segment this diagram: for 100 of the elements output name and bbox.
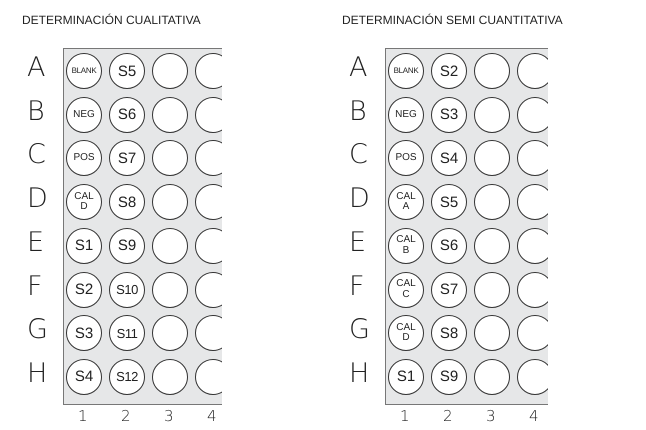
well-circle [388,358,424,395]
well-label: S8 [118,194,136,210]
well-circle [431,184,467,220]
column-number: 2 [443,407,453,425]
well-circle [474,184,510,220]
row-letter: B [27,96,45,127]
well-circle [431,140,467,176]
well-circle [152,315,188,352]
well-circle [474,272,510,308]
well-circle [66,96,102,133]
well-circle [152,184,188,220]
well-circle [517,272,548,308]
well-circle [66,315,102,352]
column-number: 4 [207,407,217,425]
well-circle [517,184,548,220]
well-label: S5 [118,64,136,78]
well-label: S1 [74,238,94,254]
plate-heading: DETERMINACIÓN SEMI CUANTITATIVA [342,13,563,27]
well-label: S7 [440,282,458,297]
well-circle [109,272,145,308]
well-label: POS [395,153,417,164]
well-label: CAL A [395,192,417,213]
well-circle [109,358,145,395]
well-circle [431,315,467,352]
well-circle [195,228,222,264]
well-circle [152,228,188,264]
well-circle [109,96,145,133]
well-circle [152,53,188,89]
row-letter: G [27,314,48,346]
well-label: S10 [116,283,138,296]
row-letter: F [27,270,43,302]
well-circle [195,184,222,220]
row-letter: D [349,183,370,214]
well-circle [195,315,222,352]
well-circle [517,53,548,89]
row-letter: G [349,314,370,346]
well-label: CAL B [395,235,417,256]
well-label: NEG [395,110,417,120]
well-circle [152,272,188,308]
row-letter: H [27,358,48,389]
row-letter: C [349,139,368,170]
well-label: S9 [118,238,136,254]
well-label: S4 [74,369,94,384]
row-letter: B [349,96,367,127]
well-label: S12 [116,370,138,384]
well-circle [195,96,222,133]
row-letter: E [27,226,44,258]
well-circle [109,140,145,176]
well-label: S2 [440,64,458,78]
well-label: S5 [440,194,458,210]
column-number: 4 [529,407,539,425]
well-label: CAL D [395,322,417,344]
well-circle [195,272,222,308]
row-letter: A [27,52,46,83]
well-circle [66,184,102,220]
column-number: 1 [78,407,88,425]
well-circle [152,96,188,133]
well-circle [474,315,510,352]
well-circle [109,228,145,264]
row-letter: E [349,226,366,258]
well-circle [431,272,467,308]
well-label: S9 [440,369,458,384]
well-label: S8 [440,326,458,341]
well-circle [109,315,145,352]
well-label: S4 [440,150,458,166]
well-circle [66,228,102,264]
well-label: BLANK [72,67,96,75]
well-circle [474,358,510,395]
well-circle [66,358,102,395]
well-circle [195,53,222,89]
well-label: S3 [440,107,458,122]
well-circle [109,184,145,220]
well-label: S3 [74,326,94,341]
well-circle [517,358,548,395]
column-number: 2 [121,407,131,425]
well-circle [388,140,424,176]
well-circle [388,53,424,89]
row-letter: F [349,270,365,302]
well-circle [388,184,424,220]
row-letter: C [27,139,46,170]
well-circle [517,228,548,264]
well-circle [517,315,548,352]
well-label: S1 [396,369,416,384]
well-circle [431,53,467,89]
well-circle [474,53,510,89]
well-circle [474,96,510,133]
well-circle [388,315,424,352]
well-circle [66,53,102,89]
well-circle [66,272,102,308]
column-number: 3 [486,407,496,425]
well-circle [517,96,548,133]
well-label: S7 [118,150,136,166]
well-circle [195,140,222,176]
well-circle [388,96,424,133]
well-circle [152,140,188,176]
well-label: S6 [118,107,136,122]
well-label: NEG [73,110,95,120]
plate-heading: DETERMINACIÓN CUALITATIVA [22,13,201,27]
well-label: CAL C [395,279,417,300]
row-letter: A [349,52,368,83]
